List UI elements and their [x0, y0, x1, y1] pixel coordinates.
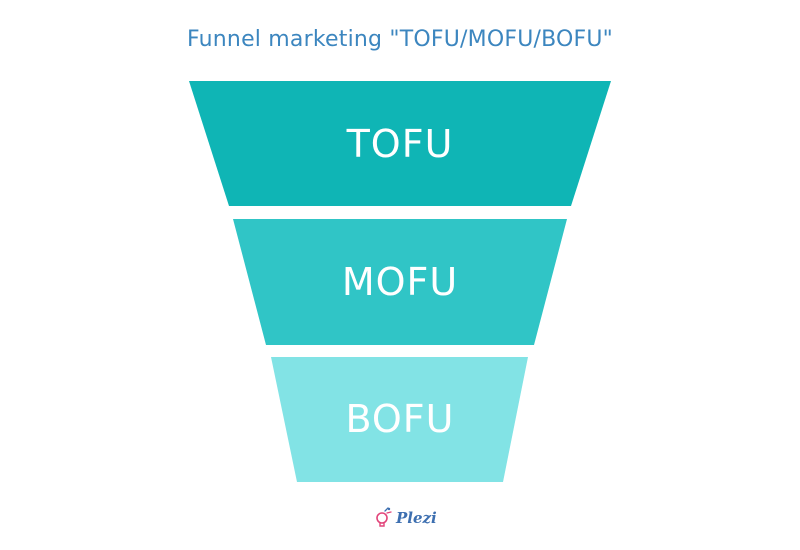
- funnel-stage-mofu: [233, 219, 567, 345]
- plezi-logo: Plezi: [372, 505, 437, 531]
- funnel-stage-bofu-label: BOFU: [346, 397, 455, 441]
- funnel-title: Funnel marketing "TOFU/MOFU/BOFU": [186, 27, 614, 52]
- plezi-logo-text: Plezi: [396, 509, 437, 527]
- funnel-stage-mofu-label: MOFU: [342, 260, 458, 304]
- funnel-stage-bofu: [271, 357, 528, 482]
- bulb-icon: [376, 507, 392, 527]
- funnel-stage-tofu-label: TOFU: [346, 122, 454, 166]
- funnel-stage-tofu: [189, 81, 611, 206]
